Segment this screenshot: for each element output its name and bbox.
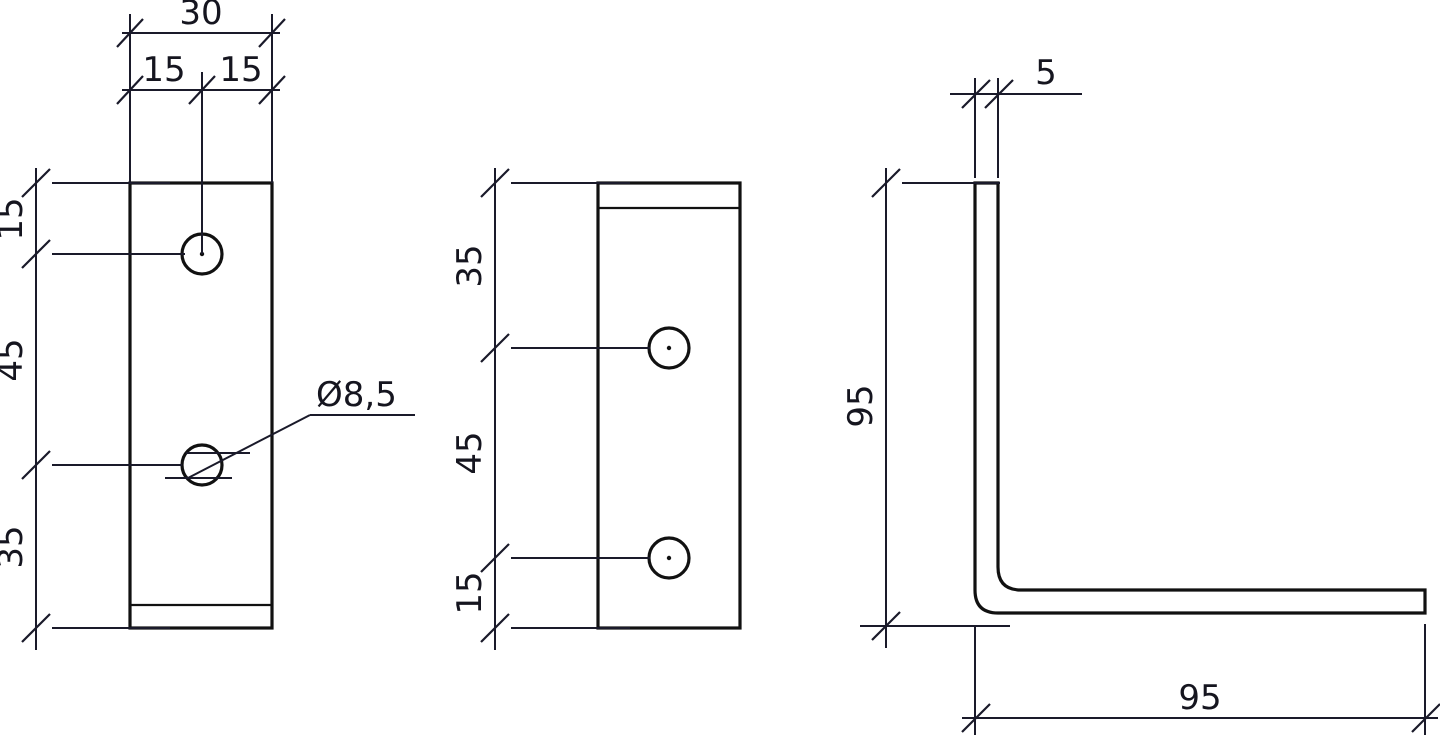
- profile-outline: [973, 181, 1427, 615]
- profile-vdim-tick-top: [871, 168, 901, 198]
- front-dim-15a-label: 15: [142, 50, 185, 90]
- profile-dim-5-tick-right: [984, 79, 1014, 109]
- side-view: 35 45 15: [450, 168, 742, 650]
- front-dim-15b-label: 15: [219, 50, 262, 90]
- front-vdim-tick-hole2: [21, 450, 51, 480]
- side-vdim-tick-hole2: [480, 543, 510, 573]
- front-dim-15-tick-center: [188, 75, 216, 105]
- profile-view: 5 95 95: [841, 53, 1440, 735]
- side-vdim-35-label: 35: [450, 244, 490, 287]
- profile-vdim-95-label: 95: [841, 384, 881, 427]
- side-vdim-15-label: 15: [450, 571, 490, 614]
- profile-dim-95h-tick-left: [961, 703, 991, 733]
- front-vdim-tick-top: [21, 168, 51, 198]
- side-vdim-tick-bottom: [480, 613, 510, 643]
- profile-dim-5-label: 5: [1035, 53, 1057, 93]
- front-dim-15b-tick-right: [258, 75, 286, 105]
- front-dim-30-label: 30: [179, 0, 222, 33]
- side-plate-outline: [596, 181, 742, 630]
- profile-dim-5-tick-left: [961, 79, 991, 109]
- diameter-callout-label: Ø8,5: [316, 375, 397, 415]
- profile-dim-95h-tick-right: [1411, 703, 1440, 733]
- front-dim-15a-tick-left: [116, 75, 144, 105]
- profile-dim-95h-label: 95: [1178, 678, 1221, 718]
- front-vdim-35-label: 35: [0, 525, 31, 568]
- side-hole-lower-center-dot: [666, 555, 672, 561]
- front-vdim-tick-bottom: [21, 613, 51, 643]
- profile-vdim-tick-bottom: [871, 611, 901, 641]
- front-vdim-tick-hole1: [21, 239, 51, 269]
- diameter-leader-line: [187, 414, 311, 479]
- front-vdim-45-label: 45: [0, 338, 31, 381]
- front-dim-30-tick-left: [116, 18, 144, 48]
- front-view: 30 15 15 15 45 35 Ø8,5: [0, 0, 415, 650]
- front-dim-30-tick-right: [258, 18, 286, 48]
- side-vdim-45-label: 45: [450, 431, 490, 474]
- side-vdim-tick-top: [480, 168, 510, 198]
- side-hole-upper-center-dot: [666, 345, 672, 351]
- front-vdim-15-label: 15: [0, 197, 31, 240]
- side-vdim-tick-hole1: [480, 333, 510, 363]
